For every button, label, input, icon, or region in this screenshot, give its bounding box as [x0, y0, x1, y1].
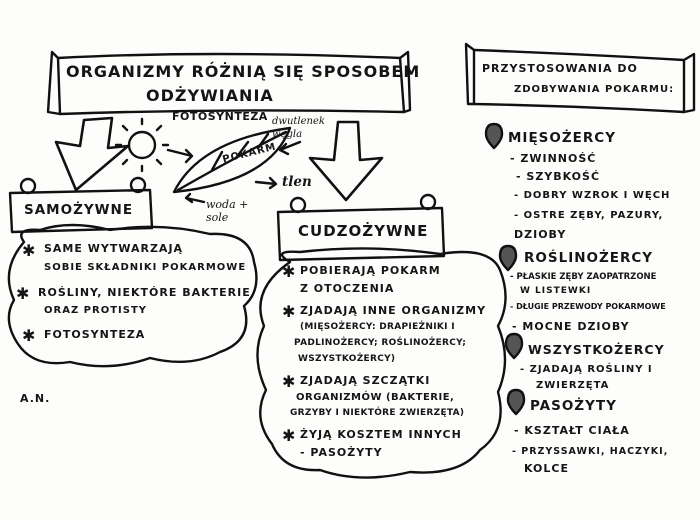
group-carnivores: MIĘSOŻERCY: [508, 130, 616, 146]
heterotroph-item: Z OTOCZENIA: [300, 282, 395, 295]
adaptation-item: ZWIERZĘTA: [536, 380, 610, 391]
bullet-icon: ✱: [282, 372, 296, 391]
heterotroph-item: (MIĘSOŻERCY: DRAPIEŻNIKI I: [300, 322, 455, 332]
heterotroph-item: ORGANIZMÓW (BAKTERIE,: [296, 392, 455, 403]
heterotroph-item: WSZYSTKOŻERCY): [298, 354, 396, 364]
adaptation-item: W LISTEWKI: [520, 286, 592, 296]
water-salts-label: woda + sole: [206, 198, 249, 224]
group-omnivores: WSZYSTKOŻERCY: [528, 342, 665, 357]
autotroph-title: SAMOŻYWNE: [24, 202, 134, 218]
title-banner: [46, 50, 412, 116]
heterotroph-item: ŻYJĄ KOSZTEM INNYCH: [300, 428, 462, 441]
adaptation-item: - OSTRE ZĘBY, PAZURY,: [514, 210, 664, 221]
heterotroph-item: POBIERAJĄ POKARM: [300, 264, 441, 277]
oxygen-label: tlen: [282, 174, 312, 190]
bullet-icon: ✱: [22, 326, 36, 345]
pin-icon-herbivores: [498, 244, 518, 272]
adaptations-banner: [464, 42, 696, 114]
bullet-icon: ✱: [16, 284, 30, 303]
heterotroph-item: - PASOŻYTY: [300, 446, 383, 459]
adaptation-item: - MOCNE DZIOBY: [512, 320, 630, 333]
autotroph-item: ORAZ PROTISTY: [44, 305, 148, 316]
heterotroph-banner: [276, 193, 446, 262]
adaptation-item: - DŁUGIE PRZEWODY POKARMOWE: [510, 302, 666, 311]
adaptation-item: - SZYBKOŚĆ: [516, 170, 601, 183]
left-down-arrow: [54, 116, 130, 192]
autotroph-cloud: [7, 223, 258, 368]
group-herbivores: ROŚLINOŻERCY: [524, 250, 654, 266]
group-parasites: PASOŻYTY: [530, 398, 617, 414]
title-line-2: ODŻYWIANIA: [146, 86, 274, 105]
pin-icon-carnivores: [484, 122, 504, 150]
leaf-icon: [172, 126, 292, 194]
heterotroph-item: PADLINOŻERCY; ROŚLINOŻERCY;: [294, 338, 467, 348]
adaptation-item: - ZWINNOŚĆ: [510, 152, 597, 165]
author-initials: A.N.: [20, 392, 51, 405]
heterotroph-item: GRZYBY I NIEKTÓRE ZWIERZĘTA): [290, 408, 465, 418]
heterotroph-item: ZJADAJĄ SZCZĄTKI: [300, 374, 431, 387]
sun-icon: [114, 117, 170, 173]
heterotroph-cloud: [256, 247, 507, 479]
autotroph-item: SAME WYTWARZAJĄ: [44, 242, 184, 255]
autotroph-item: SOBIE SKŁADNIKI POKARMOWE: [44, 262, 247, 273]
pin-icon-parasites: [506, 388, 526, 416]
photosynthesis-label: FOTOSYNTEZA: [172, 110, 268, 123]
bullet-icon: ✱: [282, 262, 296, 281]
bullet-icon: ✱: [22, 241, 36, 260]
autotroph-item: ROŚLINY, NIEKTÓRE BAKTERIE: [38, 286, 251, 299]
adaptation-item: - PRZYSSAWKI, HACZYKI,: [512, 446, 669, 457]
bullet-icon: ✱: [282, 302, 296, 321]
co2-label: dwutlenek węgla: [272, 116, 325, 140]
heterotroph-title: CUDZOŻYWNE: [298, 222, 429, 240]
bullet-icon: ✱: [282, 426, 296, 445]
title-line-1: ORGANIZMY RÓŻNIĄ SIĘ SPOSOBEM: [66, 62, 421, 81]
adaptation-item: - KSZTAŁT CIAŁA: [514, 424, 630, 437]
right-down-arrow: [308, 120, 384, 202]
adaptation-item: KOLCE: [524, 462, 569, 475]
pin-icon-omnivores: [504, 332, 524, 360]
adaptation-item: DZIOBY: [514, 228, 567, 241]
adaptation-item: - PŁASKIE ZĘBY ZAOPATRZONE: [510, 272, 657, 282]
adaptation-item: - ZJADAJĄ ROŚLINY I: [520, 364, 653, 375]
adaptations-title-line-1: PRZYSTOSOWANIA DO: [482, 62, 638, 75]
heterotroph-item: ZJADAJĄ INNE ORGANIZMY: [300, 304, 487, 317]
adaptation-item: - DOBRY WZROK I WĘCH: [514, 190, 671, 201]
adaptations-title-line-2: ZDOBYWANIA POKARMU:: [514, 84, 675, 95]
autotroph-item: FOTOSYNTEZA: [44, 328, 146, 341]
